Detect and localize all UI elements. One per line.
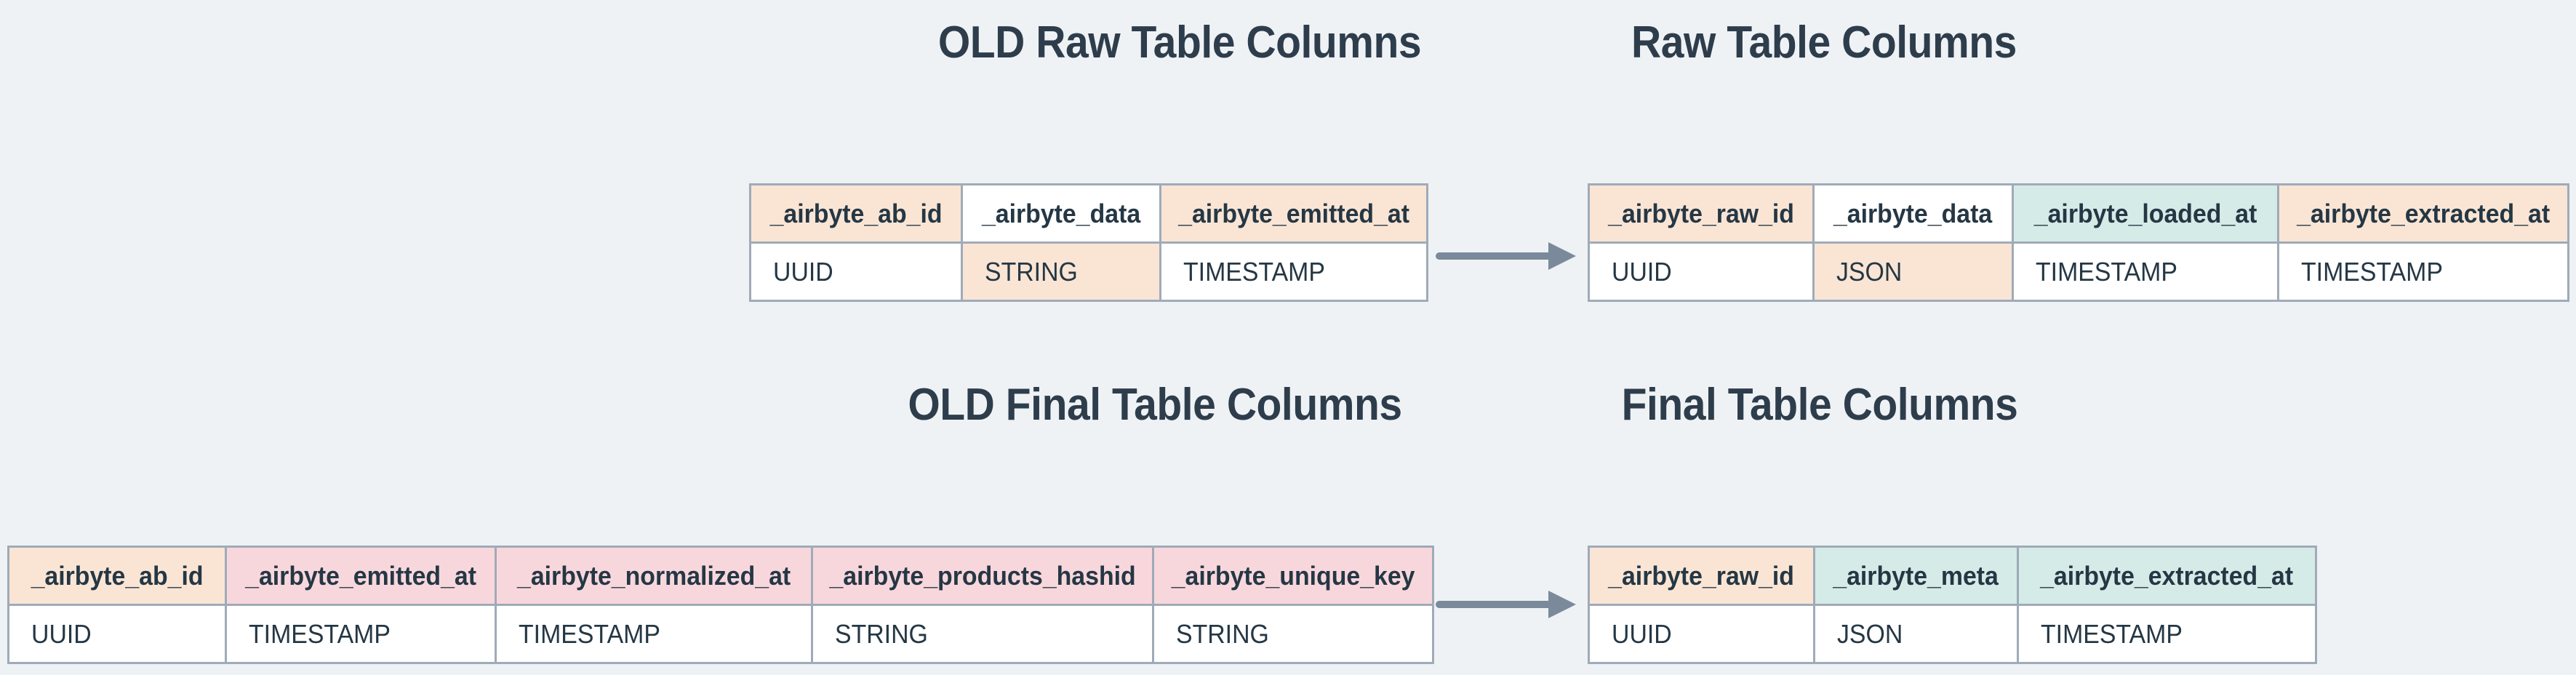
column-header-cell: _airbyte_extracted_at [2019,548,2315,604]
old-final-table-title: OLD Final Table Columns [887,383,1423,428]
column-name: _airbyte_normalized_at [516,560,791,591]
column-header-cell: _airbyte_raw_id [1590,548,1813,604]
column-name: _airbyte_ab_id [769,198,943,228]
column-header-cell: _airbyte_emitted_at [1161,185,1426,241]
right-arrow-icon [1436,242,1576,270]
column-header-cell: _airbyte_normalized_at [497,548,811,604]
column-header-cell: _airbyte_ab_id [751,185,961,241]
old-raw-table-title: OLD Raw Table Columns [917,20,1442,65]
column-type: TIMESTAMP [2301,256,2443,287]
column-type-cell: TIMESTAMP [227,606,495,662]
old-final-table-title-text: OLD Final Table Columns [908,380,1402,430]
column-type-cell: UUID [1590,244,1812,300]
new-final-table-title: Final Table Columns [1604,383,2035,428]
column-type-cell: STRING [963,244,1159,300]
column-type-cell: TIMESTAMP [1161,244,1426,300]
column-type: UUID [1612,618,1672,649]
column-name: _airbyte_emitted_at [1178,198,1409,228]
old-final-table: _airbyte_ab_id _airbyte_emitted_at _airb… [7,546,1434,664]
column-type-cell: TIMESTAMP [2019,606,2315,662]
column-type-cell: JSON [1815,606,2017,662]
column-type-cell: UUID [9,606,225,662]
column-header-cell: _airbyte_loaded_at [2014,185,2277,241]
column-name: _airbyte_meta [1833,560,1999,591]
column-type: TIMESTAMP [249,618,391,649]
new-raw-table: _airbyte_raw_id _airbyte_data _airbyte_l… [1588,183,2569,302]
column-name: _airbyte_data [981,198,1141,228]
column-type: TIMESTAMP [2036,256,2177,287]
column-type: JSON [1837,618,1903,649]
column-type-cell: JSON [1815,244,2012,300]
column-name: _airbyte_loaded_at [2033,198,2257,228]
new-final-table: _airbyte_raw_id _airbyte_meta _airbyte_e… [1588,546,2317,664]
column-type: TIMESTAMP [519,618,660,649]
column-name: _airbyte_data [1833,198,1993,228]
column-header-cell: _airbyte_data [1815,185,2012,241]
column-type: UUID [1612,256,1672,287]
column-header-cell: _airbyte_ab_id [9,548,225,604]
column-type-cell: STRING [1154,606,1432,662]
new-raw-table-title: Raw Table Columns [1615,20,2033,65]
column-type-cell: TIMESTAMP [497,606,811,662]
new-final-table-title-text: Final Table Columns [1621,380,2018,430]
column-type-cell: STRING [813,606,1152,662]
column-type: TIMESTAMP [2041,618,2183,649]
column-name: _airbyte_products_hashid [829,560,1136,591]
column-type: TIMESTAMP [1183,256,1325,287]
column-type-cell: UUID [1590,606,1813,662]
column-type: UUID [773,256,833,287]
old-raw-table-title-text: OLD Raw Table Columns [937,17,1422,68]
column-type: JSON [1836,256,1903,287]
column-name: _airbyte_emitted_at [245,560,476,591]
column-type-cell: TIMESTAMP [2014,244,2277,300]
column-header-cell: _airbyte_meta [1815,548,2017,604]
column-header-cell: _airbyte_emitted_at [227,548,495,604]
column-type: STRING [835,618,928,649]
column-type: UUID [31,618,92,649]
column-type: STRING [1176,618,1269,649]
column-header-cell: _airbyte_unique_key [1154,548,1432,604]
column-header-cell: _airbyte_data [963,185,1159,241]
new-raw-table-title-text: Raw Table Columns [1631,17,2017,68]
column-name: _airbyte_ab_id [31,560,204,591]
column-type-cell: TIMESTAMP [2279,244,2567,300]
column-name: _airbyte_extracted_at [2296,198,2551,228]
column-name: _airbyte_raw_id [1608,198,1794,228]
column-name: _airbyte_raw_id [1608,560,1795,591]
column-name: _airbyte_extracted_at [2040,560,2294,591]
column-header-cell: _airbyte_extracted_at [2279,185,2567,241]
column-type-cell: UUID [751,244,961,300]
column-type: STRING [985,256,1078,287]
column-header-cell: _airbyte_raw_id [1590,185,1812,241]
old-raw-table: _airbyte_ab_id _airbyte_data _airbyte_em… [749,183,1428,302]
right-arrow-icon [1436,591,1576,618]
column-name: _airbyte_unique_key [1171,560,1415,591]
column-header-cell: _airbyte_products_hashid [813,548,1152,604]
